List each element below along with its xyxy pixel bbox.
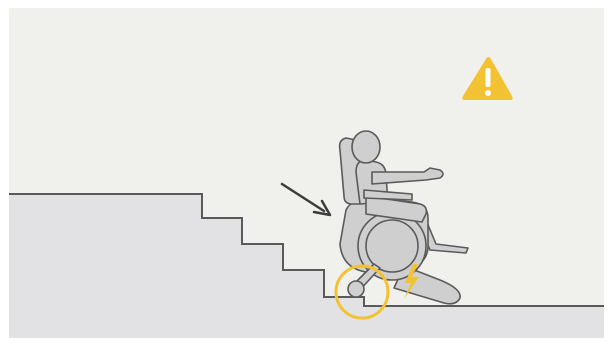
caster-wheel bbox=[348, 281, 364, 297]
head bbox=[352, 131, 380, 163]
